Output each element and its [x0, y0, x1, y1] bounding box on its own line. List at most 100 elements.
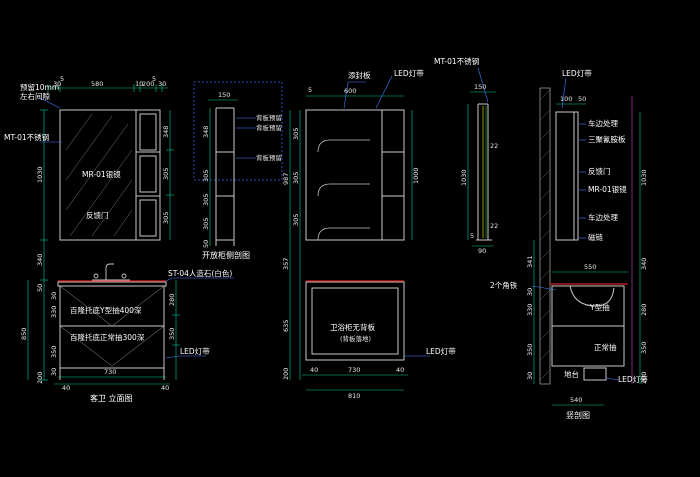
dim-top-200: 200 — [142, 80, 154, 88]
dim-top-30-right: 30 — [158, 80, 166, 88]
view3-plate-label: 添封板 — [348, 70, 371, 80]
view5-dim-200: 200 — [640, 372, 648, 384]
dim-top-580: 580 — [91, 80, 103, 88]
view5-dim-341: 341 — [526, 256, 534, 268]
faucet-icon — [92, 263, 130, 281]
view4-dim-5: 5 — [470, 232, 474, 240]
dim-bottom-40-left: 40 — [62, 384, 70, 392]
countertop-label: ST-04人造石(白色) — [168, 268, 232, 278]
view2-dim-348: 348 — [202, 126, 210, 138]
view3-leaders — [343, 75, 430, 357]
view2-note-3: 背板预留 — [256, 153, 282, 162]
view3-shelf-curves — [317, 139, 370, 241]
view1-dim-lines — [27, 84, 180, 385]
view2-dim-305-b: 305 — [202, 194, 210, 206]
reserve-note-line1: 预留10mm — [20, 82, 59, 92]
dim-left-50: 50 — [36, 284, 44, 292]
view5-label-mirror: MR-01银镜 — [588, 184, 627, 194]
view5-drawer-normal-label: 正常抽 — [594, 342, 617, 352]
view3-dim-5: 5 — [308, 86, 312, 94]
view4-dim-22-a: 22 — [490, 142, 498, 150]
view3-dim-600: 600 — [344, 87, 356, 95]
dim-bottom-40-right: 40 — [161, 384, 169, 392]
view5-label-board: 三聚氰胺板 — [588, 134, 626, 144]
view5-label-hinge: 磁链 — [588, 232, 603, 242]
view3-dim-987: 987 — [282, 173, 290, 185]
door-label: 反馈门 — [86, 210, 109, 220]
view5-dim-30-bottom: 30 — [526, 372, 534, 380]
led-strip-label: LED灯带 — [180, 346, 210, 356]
view3-dim-200: 200 — [282, 368, 290, 380]
view2-title: 开放柜侧剖图 — [202, 250, 250, 260]
dim-inner-330: 330 — [50, 306, 58, 318]
view5-wall — [539, 87, 551, 385]
view4-dim-lines — [467, 91, 496, 247]
view2-note-2: 背板预留 — [256, 123, 282, 132]
view4-dim-22-b: 22 — [490, 222, 498, 230]
mirror-cabinet — [59, 109, 161, 241]
view5-dim-100: 100 — [560, 95, 572, 103]
view2-note-1: 背板预留 — [256, 113, 282, 122]
view5-drawer-y-label: Y型抽 — [589, 302, 610, 312]
view1-title: 客卫 立面图 — [90, 393, 133, 403]
view4-dim-150: 150 — [474, 83, 486, 91]
view2-open-cabinet-section: 150 348 305 305 305 50 背板预留 背板预留 背板预留 开放… — [193, 81, 283, 260]
view2-leaders — [236, 117, 256, 159]
dim-top-30-left: 30 — [53, 80, 61, 88]
view3-dim-635: 635 — [282, 320, 290, 332]
view5-dim-340: 340 — [640, 258, 648, 270]
drawer-diagonals — [59, 285, 165, 367]
view2-dim-50: 50 — [202, 240, 210, 248]
view4-leader — [477, 67, 489, 103]
view4-dim-1030: 1030 — [460, 169, 468, 186]
view5-wall-hatch — [539, 89, 551, 381]
view5-dim-330: 330 — [526, 304, 534, 316]
view5-title: 竖剖图 — [566, 410, 590, 420]
view5-dim-280: 280 — [640, 304, 648, 316]
view2-dim-305-a: 305 — [202, 170, 210, 182]
dim-left-1030: 1030 — [36, 166, 44, 183]
view3-cabinet-note: (背板落地) — [340, 334, 371, 343]
dim-top-5-right: 5 — [152, 75, 156, 83]
view5-dim-50: 50 — [578, 95, 586, 103]
view5-led-bottom-label: LED灯带 — [618, 374, 648, 384]
dim-left-850: 850 — [20, 328, 28, 340]
view2-dim-150: 150 — [218, 91, 230, 99]
dim-right-305-a: 305 — [162, 168, 170, 180]
view3-dim-40-right: 40 — [396, 366, 404, 374]
view5-label-door: 反馈门 — [588, 166, 611, 176]
view5-dim-30-top: 30 — [526, 288, 534, 296]
view3-dim-40-left: 40 — [310, 366, 318, 374]
view4-material: MT-01不锈钢 — [434, 56, 479, 66]
dim-bottom-730: 730 — [104, 368, 116, 376]
view3-dim-305-c: 305 — [292, 214, 300, 226]
view3-dim-810: 810 — [348, 392, 360, 400]
mirror-material-label: MT-01不锈钢 — [4, 132, 49, 142]
reserve-note-line2: 左右间隙 — [20, 91, 50, 101]
view4-dim-90: 90 — [478, 247, 486, 255]
dim-top-10: 10 — [135, 80, 143, 88]
view5-dim-550: 550 — [584, 263, 596, 271]
view4-frame — [476, 103, 492, 241]
dim-right-348: 348 — [162, 126, 170, 138]
dim-inner-30-top: 30 — [50, 292, 58, 300]
view3-dim-305-b: 305 — [292, 172, 300, 184]
dim-inner-350: 350 — [50, 346, 58, 358]
dim-top-5: 5 — [60, 75, 64, 83]
view5-led-top-label: LED灯带 — [562, 68, 592, 78]
view3-dim-1000: 1000 — [412, 167, 420, 184]
dim-left-340: 340 — [36, 254, 44, 266]
view5-bracket-label: 2个角铁 — [490, 280, 518, 290]
view2-dim-305-c: 305 — [202, 218, 210, 230]
view3-dim-305-a: 305 — [292, 128, 300, 140]
view1-elevation: 5 30 580 10 200 5 30 预留10mm 左右间隙 MT-01不锈… — [4, 75, 234, 403]
view2-dim-lines — [208, 99, 238, 246]
drawer-y-label: 百隆托底Y型抽400深 — [70, 305, 142, 315]
view3-dim-730: 730 — [348, 366, 360, 374]
dim-right-280: 280 — [168, 294, 176, 306]
view5-leaders — [531, 77, 619, 381]
view5-dim-1030: 1030 — [640, 169, 648, 186]
view1-leaders — [39, 97, 181, 359]
view4-frame-section: MT-01不锈钢 150 1030 22 22 5 90 — [434, 56, 498, 255]
